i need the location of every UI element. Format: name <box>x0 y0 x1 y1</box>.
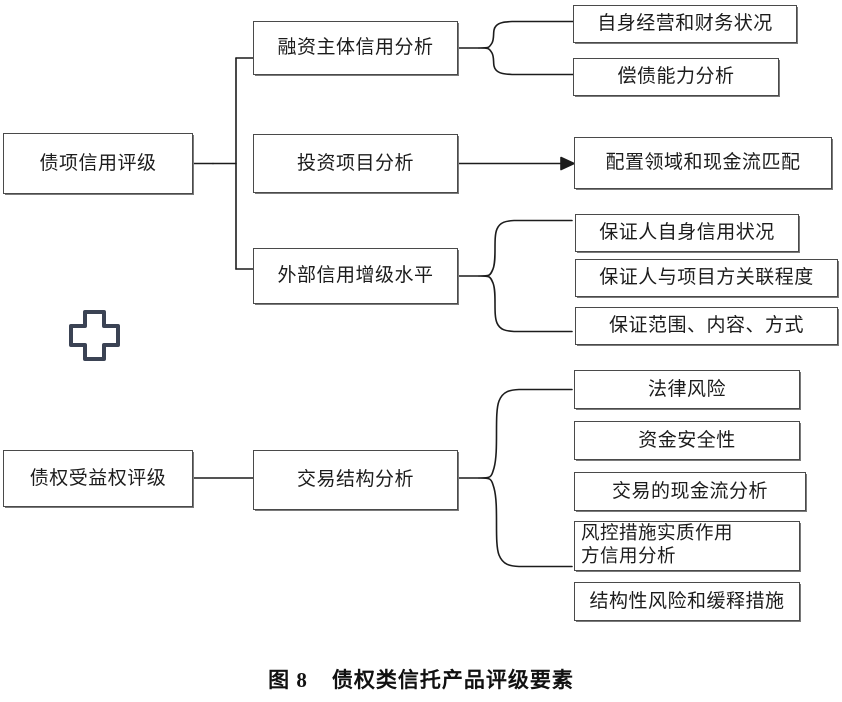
node-risk-control-measures[interactable]: 风控措施实质作用 方信用分析 <box>574 521 800 571</box>
figure-caption-label: 图 8 <box>268 668 308 692</box>
node-guarantor-own-credit[interactable]: 保证人自身信用状况 <box>575 214 799 252</box>
node-operations-and-finance[interactable]: 自身经营和财务状况 <box>573 5 797 43</box>
node-transaction-structure-analysis[interactable]: 交易结构分析 <box>253 450 458 510</box>
connector-brace-transaction <box>478 388 573 568</box>
connector-brace-financing <box>478 20 574 76</box>
figure-caption-title: 债权类信托产品评级要素 <box>331 668 574 692</box>
node-allocation-and-cashflow-match[interactable]: 配置领域和现金流匹配 <box>574 137 832 189</box>
node-root-debt-rating[interactable]: 债项信用评级 <box>3 133 193 194</box>
node-guarantee-scope-content-method[interactable]: 保证范围、内容、方式 <box>575 307 838 345</box>
figure-caption: 图 8 债权类信托产品评级要素 <box>0 664 842 694</box>
connector-arrow-head <box>560 156 575 171</box>
plus-cross-icon <box>69 310 120 361</box>
node-external-credit-enhancement[interactable]: 外部信用增级水平 <box>253 248 458 304</box>
connector-brace-external <box>478 219 573 333</box>
node-investment-project-analysis[interactable]: 投资项目分析 <box>253 134 458 193</box>
node-structural-risk-mitigation[interactable]: 结构性风险和缓释措施 <box>574 582 800 621</box>
node-root-beneficiary-rating[interactable]: 债权受益权评级 <box>3 450 193 507</box>
node-transaction-cashflow-analysis[interactable]: 交易的现金流分析 <box>574 472 806 511</box>
node-fund-safety[interactable]: 资金安全性 <box>574 421 800 460</box>
node-financing-entity-credit-analysis[interactable]: 融资主体信用分析 <box>253 21 458 75</box>
node-guarantor-project-relation[interactable]: 保证人与项目方关联程度 <box>575 259 838 297</box>
node-debt-repayment-capacity[interactable]: 偿债能力分析 <box>573 58 779 96</box>
node-legal-risk[interactable]: 法律风险 <box>574 370 800 409</box>
